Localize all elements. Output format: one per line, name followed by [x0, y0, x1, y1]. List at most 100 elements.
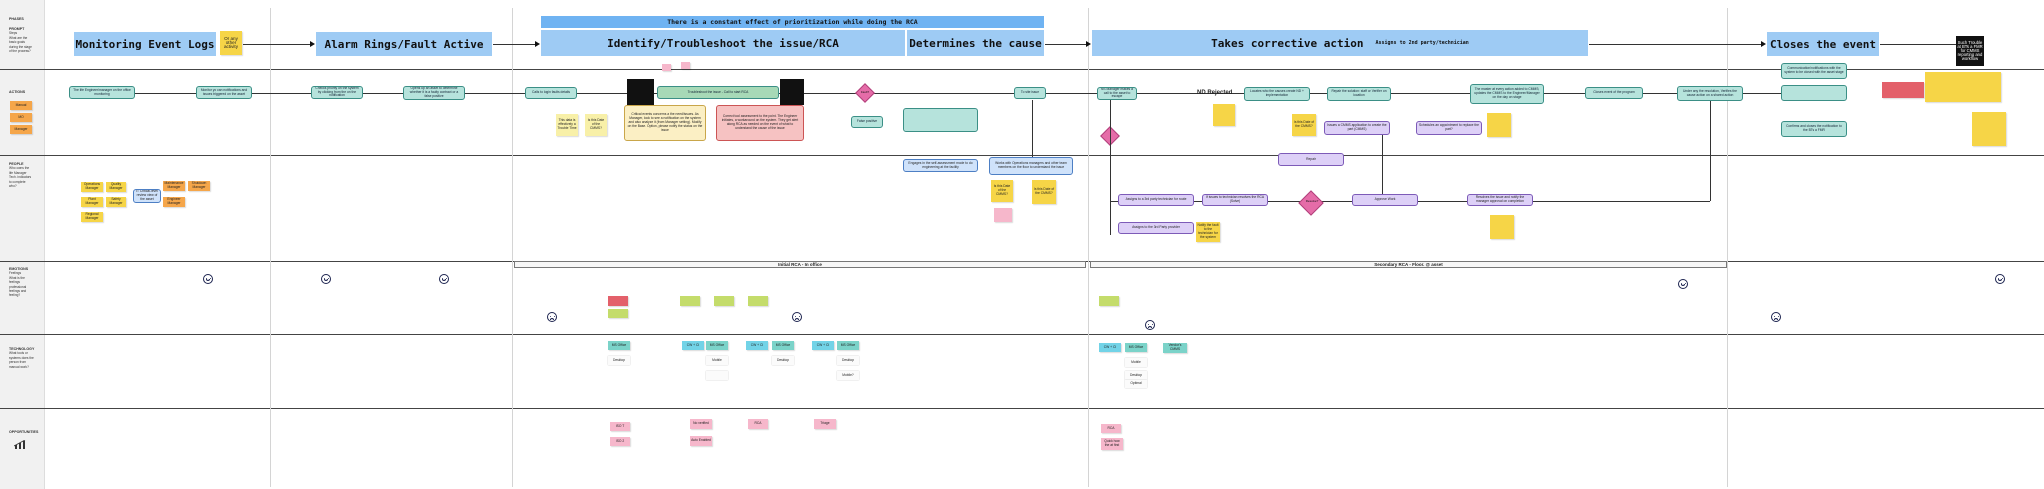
emotion-green-note-4 [748, 296, 768, 306]
lane-divider-technology [0, 334, 2044, 335]
emotion-happy-icon [321, 274, 331, 284]
phase-divider-1 [270, 8, 271, 487]
phase-arrow-3-head [1086, 41, 1091, 47]
pink-mini-2 [681, 62, 690, 69]
lane-label-prompt: PROMPT Steps What are the basic goals du… [9, 27, 32, 54]
tech-ms-office-4: MS Office [837, 341, 859, 350]
note-red-close [1882, 82, 1924, 98]
pink-note-action [994, 208, 1012, 222]
action-verify-resolution: Under any the resolution, Verifies the c… [1677, 86, 1743, 101]
tech-optimal: Optimal [1125, 380, 1147, 388]
connector-left-branch [1110, 100, 1111, 235]
emotion-sad-icon [1771, 312, 1781, 322]
action-confirm-notification [1781, 85, 1847, 101]
emotion-green-note-3 [714, 296, 734, 306]
phase-arrow-5 [1880, 44, 1958, 45]
note-cmms-large [1925, 72, 2001, 102]
lane-divider-actions [0, 69, 2044, 70]
dark-note-left [627, 79, 654, 105]
note-cmms-5 [1487, 113, 1511, 137]
action-open-asset: Opens up an asset to determine whether i… [403, 86, 465, 100]
emotion-green-note-2 [680, 296, 700, 306]
action-monitoring-office: The life Engineer/manager on the office … [69, 86, 135, 99]
action-false-positive: False positive [851, 116, 883, 128]
tech-ms-office-5: MS Office [1125, 343, 1147, 352]
tech-desktop-1: Desktop [608, 356, 630, 365]
opp-iso-1: ISO T [610, 422, 630, 431]
phase-divider-4 [1727, 8, 1728, 487]
tech-mobile-2: Mobile? [837, 371, 859, 380]
phase-other-activity-sticky: Or any other activity [220, 31, 242, 55]
phase-arrow-2 [493, 44, 536, 45]
action-confirm-closes: Confirms and closes the notification to … [1781, 121, 1847, 137]
action-site-issue: To site issue [1014, 87, 1046, 99]
opp-rca-2: RCA [1101, 424, 1121, 433]
note-notify-fault: Notify the fault to the technician for t… [1196, 222, 1220, 242]
tech-desktop-2: Desktop [772, 356, 794, 365]
legend-manager-sticky: Manager [10, 125, 32, 134]
action-schedule-appointment: Schedules an appointment to replace the … [1416, 121, 1482, 135]
person-regional-manager: Regional Manager [81, 212, 103, 222]
action-resolves-notify: Resolves the issue and notify the manage… [1467, 194, 1533, 206]
action-technician-resolves: If issues to technician resolves the RCA… [1202, 194, 1268, 206]
emotion-sad-icon [547, 312, 557, 322]
action-manager-call: NS Manager makes a call to the asset to … [1097, 87, 1137, 100]
decision-fault-label: Fault? [860, 90, 870, 94]
emotion-sad-icon [792, 312, 802, 322]
action-monitor-notifications: Monitor yo can notifications and issues … [196, 86, 252, 99]
action-repair: Repair [1278, 153, 1344, 166]
tech-ms-office-2: MS Office [706, 341, 728, 350]
tech-mobile-3: Mobile [1125, 358, 1147, 367]
section-initial-rca: Initial RCA - In office [514, 261, 1086, 268]
tech-ms-office-3: MS Office [772, 341, 794, 350]
person-operations-manager: Operations Manager [81, 182, 103, 192]
action-login-faults: Calls to login faults details [525, 87, 577, 99]
opp-rca-1: RCA [748, 419, 768, 429]
nd-rejected-label: ND Rejected [1197, 90, 1233, 96]
prioritization-banner: There is a constant effect of prioritiza… [541, 16, 1044, 28]
phase-divider-3 [1088, 8, 1089, 487]
action-start-rca: Troubleshoot the issue - Call to start R… [657, 86, 779, 99]
emotion-green-note [608, 309, 628, 318]
connector-site-issue [1032, 100, 1033, 157]
emotion-happy-icon [203, 274, 213, 284]
info-box-correct-tool: Correct tool assessment to the point. Th… [716, 105, 804, 141]
tech-vendor-cmms: Vendor's CMMS [1163, 343, 1187, 353]
pink-mini-1 [662, 64, 671, 71]
lane-label-people: PEOPLE Who owns the life Manager Tech. i… [9, 162, 32, 189]
lane-label-technology: TECHNOLOGY What tools or systems does th… [9, 347, 35, 369]
note-cmms-1: Is this Date of the CMMS? [585, 114, 607, 136]
dark-note-cmms: Such Trouble at BTs a FMR for CMMS repor… [1956, 36, 1984, 66]
note-close-side [1972, 112, 2006, 146]
action-communication-close: Communication/notifications with the sys… [1781, 63, 1847, 79]
action-manager-floor [903, 108, 978, 132]
action-self-assessment: Engages in the self-assessment mode to d… [903, 159, 978, 172]
emotion-red-note [608, 296, 628, 306]
emotion-happy-icon [1678, 279, 1688, 289]
emotion-happy-icon [1995, 274, 2005, 284]
action-master-updates: The master at every action added to CMMS… [1470, 84, 1544, 104]
person-engineer-manager: Engineer Manager [163, 197, 185, 207]
lane-label-phases: PHASES [9, 17, 24, 21]
opp-triage: Triage [814, 419, 836, 429]
action-locate-cause: Locates who the causes create ND + imple… [1244, 87, 1310, 101]
note-cmms-2: Is this Date of the CMMS? [991, 180, 1013, 202]
note-cmms-3: Is this Date of the CMMS? [1032, 180, 1056, 204]
action-assign-provider: Assigns to the 3rd Party provider [1118, 222, 1194, 234]
note-trouble-time: This data is effectively a Trouble Time [556, 114, 578, 136]
action-assign-3rd-party: Assigns to a 3rd party technician for ro… [1118, 194, 1194, 206]
connector-verify-down [1710, 101, 1711, 201]
action-closes-program: Closes event of the program [1585, 87, 1643, 99]
phase-arrow-2-head [535, 41, 540, 47]
emotion-green-note-5 [1099, 296, 1119, 306]
phase-identify: Identify/Troubleshoot the issue/RCA [541, 30, 905, 56]
actions-flow-line [70, 93, 1805, 94]
section-secondary-rca: Secondary RCA - Floor. @ asset [1090, 261, 1727, 268]
person-quality-manager: Quality Manager [106, 182, 126, 192]
phase-determine: Determines the cause [907, 30, 1044, 56]
tech-cw-ci-4: CW + CI [1099, 343, 1121, 352]
person-plant-manager: Plant Manager [81, 197, 103, 207]
lane-divider-opportunities [0, 408, 2044, 409]
lane-label-emotions: EMOTIONS Feelings What is the feelings p… [9, 267, 29, 298]
